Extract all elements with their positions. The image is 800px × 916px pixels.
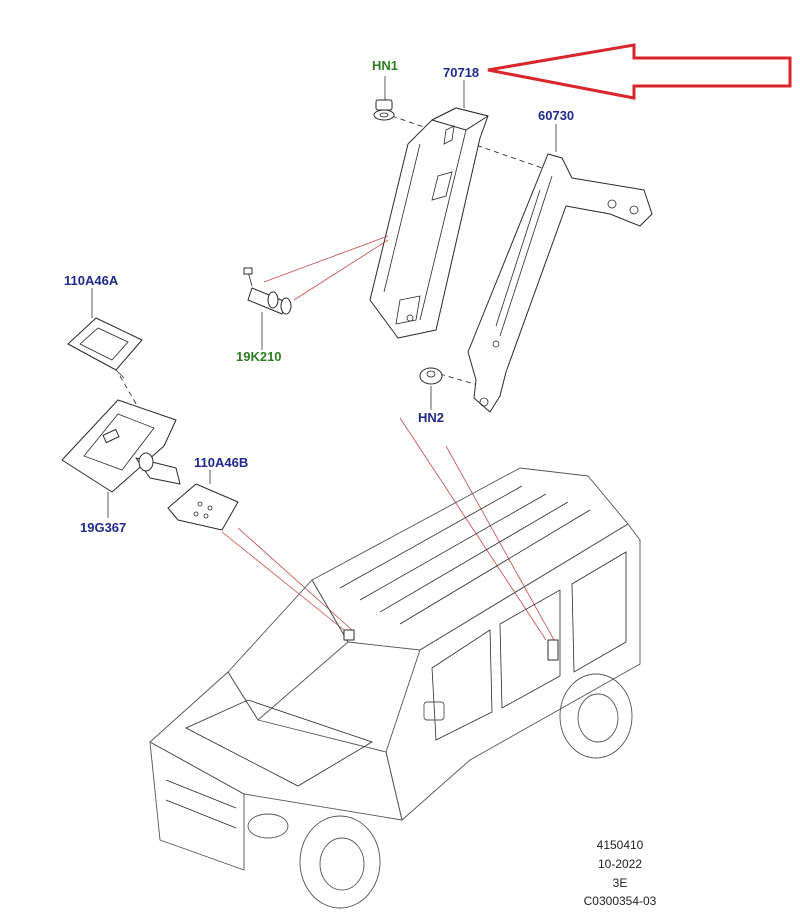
leader-19k210-b xyxy=(293,239,389,301)
callout-19g367: 19G367 xyxy=(80,520,127,535)
leader-19k210-a xyxy=(263,235,389,283)
leader-windscreen-b xyxy=(237,527,353,631)
bracket-60730 xyxy=(467,124,653,413)
leader-pillar-b xyxy=(445,445,555,641)
drawing-reference: C0300354-03 xyxy=(583,894,657,908)
component-19k210 xyxy=(243,267,292,350)
highlight-arrow xyxy=(487,43,792,100)
callout-60730: 60730 xyxy=(538,108,575,123)
callout-19k210: 19K210 xyxy=(236,349,282,364)
leader-pillar-a xyxy=(399,417,547,641)
drawing-number: 4150410 xyxy=(596,838,644,852)
callout-hn2: HN2 xyxy=(418,410,445,425)
cover-110a46b xyxy=(167,470,239,531)
leader-windscreen-a xyxy=(221,531,345,631)
sensor-19g367 xyxy=(61,399,181,518)
drawing-date: 10-2022 xyxy=(597,857,643,871)
callout-hn1: HN1 xyxy=(372,58,399,73)
nut-hn1 xyxy=(373,76,395,121)
nut-hn2 xyxy=(419,367,443,410)
vehicle-outline xyxy=(149,467,641,909)
callout-110a46a: 110A46A xyxy=(64,273,119,288)
cover-110a46a xyxy=(67,288,143,379)
callout-110a46b: 110A46B xyxy=(194,455,249,470)
callout-70718: 70718 xyxy=(443,65,480,80)
module-70718 xyxy=(369,80,489,339)
drawing-revision: 3E xyxy=(612,876,628,890)
assembly-line-bracket xyxy=(119,375,151,429)
